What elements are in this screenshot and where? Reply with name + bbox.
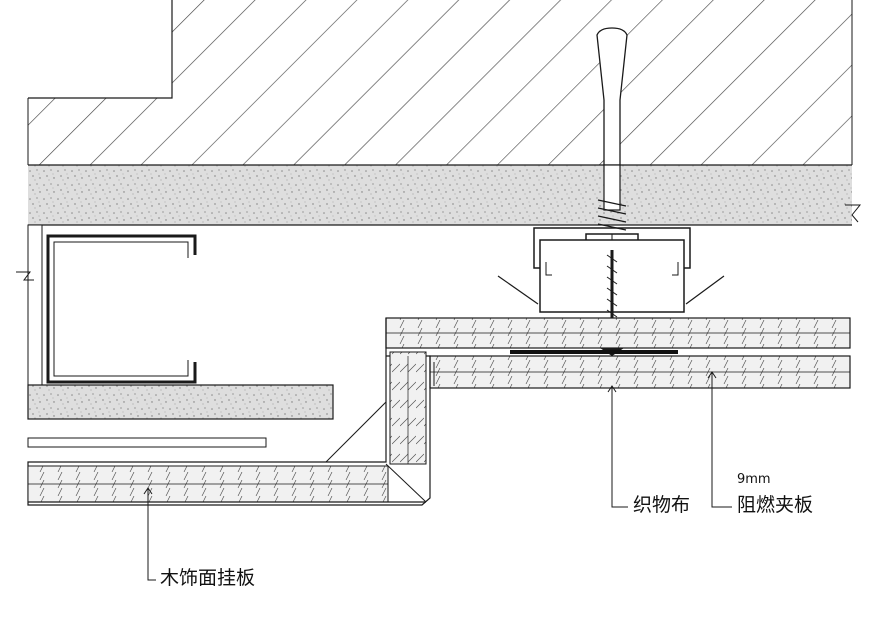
- concrete-layer: [28, 164, 862, 226]
- left-board: [27, 384, 334, 448]
- label-panel-thickness: 9mm: [735, 472, 773, 487]
- lower-board-9mm: [429, 355, 851, 389]
- leader-lines: [143, 371, 732, 581]
- label-flame-retardant-panel: 阻燃夹板: [735, 494, 816, 516]
- left-c-channel: [16, 224, 197, 386]
- step-panel: [27, 318, 431, 506]
- upper-board: [385, 317, 851, 349]
- label-wood-veneer-panel: 木饰面挂板: [158, 567, 258, 589]
- structural-slab: [27, 0, 853, 165]
- fabric-strip: [510, 350, 678, 354]
- label-fabric: 织物布: [631, 494, 693, 516]
